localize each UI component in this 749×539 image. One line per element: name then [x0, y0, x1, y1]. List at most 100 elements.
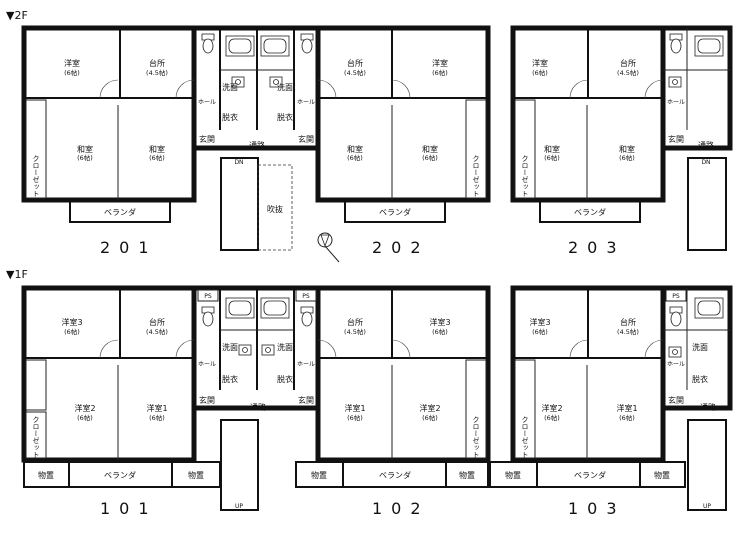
room-201-kitchen: 台所 [149, 58, 165, 68]
room-103-storage-1: 物置 [505, 470, 521, 480]
unit-103-number: 103 [568, 499, 626, 518]
ps-101: PS [204, 293, 212, 300]
room-102-western1: 洋室1 [344, 403, 365, 413]
room-201-entrance: 玄関 [199, 134, 215, 144]
stairs-down-2f-center: DN [234, 159, 243, 166]
room-201-japanese-2: 和室 [149, 144, 165, 154]
room-203-japanese-2-size: (6帖) [619, 153, 635, 162]
room-102-wash: 洗面 [277, 342, 293, 352]
room-102-veranda: ベランダ [379, 470, 411, 480]
room-101-western1: 洋室1 [146, 403, 167, 413]
room-203-western-size: (6帖) [532, 68, 548, 77]
corridor-2f: 通路 [249, 140, 265, 150]
room-102-kitchen-size: (4.5帖) [344, 327, 366, 336]
room-103-kitchen-size: (4.5帖) [617, 327, 639, 336]
stairs-up-1f-center: UP [235, 503, 243, 510]
room-101-western1-size: (6帖) [149, 413, 165, 422]
room-202-japanese-2: 和室 [422, 144, 438, 154]
room-102-hall: ホール [297, 361, 315, 368]
room-102-western2: 洋室2 [419, 403, 440, 413]
unit-202-number: 202 [372, 238, 430, 257]
room-103-western3: 洋室3 [529, 317, 550, 327]
floor-label-2f: ▼2F [6, 9, 28, 22]
room-102-closet: クローゼット [472, 416, 480, 458]
room-101-storage-2: 物置 [188, 470, 204, 480]
room-102-entrance: 玄関 [298, 395, 314, 405]
room-201-hall: ホール [198, 99, 216, 106]
room-102-western1-size: (6帖) [347, 413, 363, 422]
room-201-japanese-2-size: (6帖) [149, 153, 165, 162]
unit-203-number: 203 [568, 238, 626, 257]
room-203-japanese-2: 和室 [619, 144, 635, 154]
room-101-dress: 脱衣 [222, 374, 238, 384]
room-102-storage-1: 物置 [311, 470, 327, 480]
room-103-hall: ホール [667, 361, 685, 368]
room-203-japanese-1-size: (6帖) [544, 153, 560, 162]
room-101-kitchen-size: (4.5帖) [146, 327, 168, 336]
room-202-wash: 洗面 [277, 82, 293, 92]
room-202-japanese-1-size: (6帖) [347, 153, 363, 162]
room-201-western-size: (6帖) [64, 68, 80, 77]
stairs-down-2f-right: DN [701, 159, 710, 166]
room-201-western: 洋室 [64, 58, 80, 68]
unit-201-number: 201 [100, 238, 158, 257]
room-103-wash: 洗面 [692, 342, 708, 352]
room-201-veranda: ベランダ [104, 207, 136, 217]
room-202-japanese-2-size: (6帖) [422, 153, 438, 162]
ps-102: PS [302, 293, 310, 300]
unit-101-number: 101 [100, 499, 158, 518]
corridor-1f: 通路 [250, 402, 266, 412]
room-101-closet: クローゼット [32, 416, 40, 458]
room-101-kitchen: 台所 [149, 317, 165, 327]
room-202-kitchen-size: (4.5帖) [344, 68, 366, 77]
room-103-western1: 洋室1 [616, 403, 637, 413]
room-201-closet: クローゼット [32, 155, 40, 197]
room-101-western2: 洋室2 [74, 403, 95, 413]
room-103-dress: 脱衣 [692, 374, 708, 384]
room-202-kitchen: 台所 [347, 58, 363, 68]
room-202-veranda: ベランダ [379, 207, 411, 217]
room-103-storage-2: 物置 [654, 470, 670, 480]
room-203-entrance: 玄関 [668, 134, 684, 144]
room-103-western2-size: (6帖) [544, 413, 560, 422]
room-103-entrance: 玄関 [668, 395, 684, 405]
room-202-western-size: (6帖) [432, 68, 448, 77]
room-103-kitchen: 台所 [620, 317, 636, 327]
room-201-japanese-1: 和室 [77, 144, 93, 154]
stairs-up-1f-right: UP [703, 503, 711, 510]
room-103-western2: 洋室2 [541, 403, 562, 413]
north-compass-icon [317, 232, 340, 263]
room-203-kitchen-size: (4.5帖) [617, 68, 639, 77]
room-101-western2-size: (6帖) [77, 413, 93, 422]
room-101-western3: 洋室3 [61, 317, 82, 327]
room-202-dress: 脱衣 [277, 112, 293, 122]
unit-102-number: 102 [372, 499, 430, 518]
ps-103: PS [672, 293, 680, 300]
room-202-entrance: 玄関 [298, 134, 314, 144]
room-203-japanese-1: 和室 [544, 144, 560, 154]
room-101-western3-size: (6帖) [64, 327, 80, 336]
room-102-kitchen: 台所 [347, 317, 363, 327]
floor-label-1f: ▼1F [6, 268, 28, 281]
first-floor-plan [21, 285, 733, 511]
room-103-closet: クローゼット [521, 416, 529, 458]
room-103-veranda: ベランダ [574, 470, 606, 480]
room-103-western3-size: (6帖) [532, 327, 548, 336]
room-202-western: 洋室 [432, 58, 448, 68]
room-201-kitchen-size: (4.5帖) [146, 68, 168, 77]
atrium-2f: 吹抜 [267, 204, 283, 214]
second-floor-plan [21, 25, 733, 251]
room-101-storage-1: 物置 [38, 470, 54, 480]
room-203-western: 洋室 [532, 58, 548, 68]
room-101-entrance: 玄関 [199, 395, 215, 405]
room-101-wash: 洗面 [222, 342, 238, 352]
room-102-western3-size: (6帖) [432, 327, 448, 336]
room-202-closet: クローゼット [472, 155, 480, 197]
room-201-japanese-1-size: (6帖) [77, 153, 93, 162]
room-102-storage-2: 物置 [459, 470, 475, 480]
room-202-japanese-1: 和室 [347, 144, 363, 154]
room-101-hall: ホール [198, 361, 216, 368]
room-201-wash: 洗面 [222, 82, 238, 92]
corridor-2f-right: 通路 [698, 140, 714, 150]
